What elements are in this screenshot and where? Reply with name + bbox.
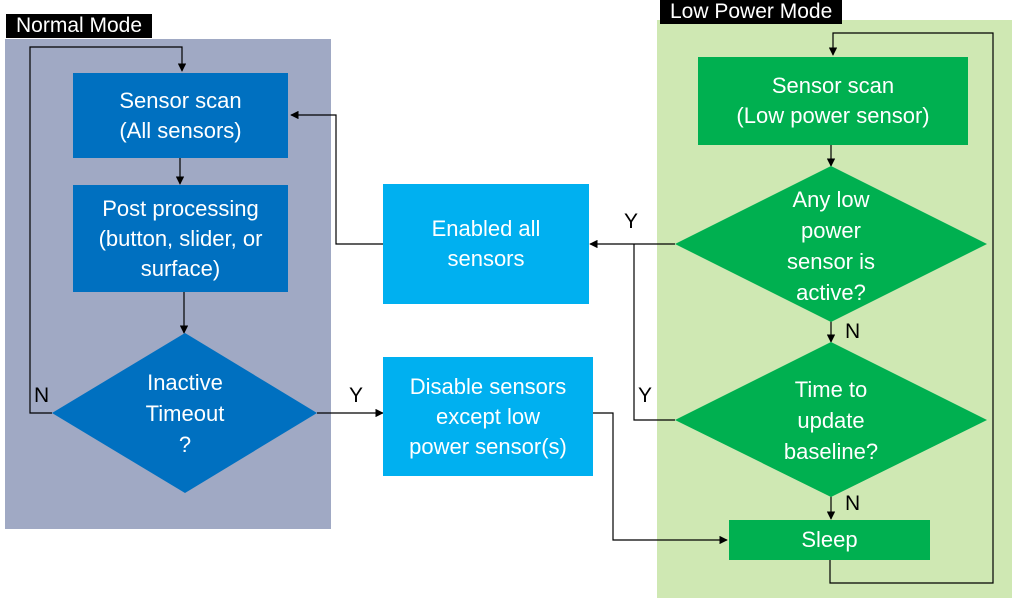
any-low-power-text: Any low power sensor is active? (786, 187, 876, 305)
disable-sensors-node: Disable sensors except low power sensor(… (383, 357, 593, 476)
arrow-timeout-no-loop (29, 46, 187, 414)
active-no-label: N (845, 320, 861, 343)
inactive-timeout-text: Inactive Timeout ? (145, 369, 225, 457)
arrow-disable-to-sleep (593, 412, 728, 545)
low-power-mode-label: Low Power Mode (660, 0, 843, 24)
sensor-scan-low-node: Sensor scan (Low power sensor) (698, 57, 968, 145)
active-yes-label: Y (624, 210, 639, 233)
inactive-timeout-diamond (52, 333, 317, 493)
normal-mode-label: Normal Mode (6, 14, 153, 38)
arrow-enabled-to-scan (290, 110, 383, 245)
post-processing-node: Post processing (button, slider, or surf… (73, 185, 288, 292)
line-update-yes (633, 244, 675, 421)
inactive-yes-label: Y (349, 384, 364, 407)
update-yes-label: Y (638, 384, 653, 407)
sensor-scan-all-node: Sensor scan (All sensors) (73, 73, 288, 158)
sleep-node: Sleep (729, 520, 930, 560)
inactive-no-label: N (34, 384, 50, 407)
update-no-label: N (845, 492, 861, 515)
any-low-power-diamond (675, 166, 987, 322)
enabled-all-sensors-node: Enabled all sensors (383, 184, 589, 304)
time-to-update-text: Time to update baseline? (783, 376, 879, 464)
arrow-sleep-loop (828, 32, 994, 584)
time-to-update-diamond (675, 342, 987, 497)
